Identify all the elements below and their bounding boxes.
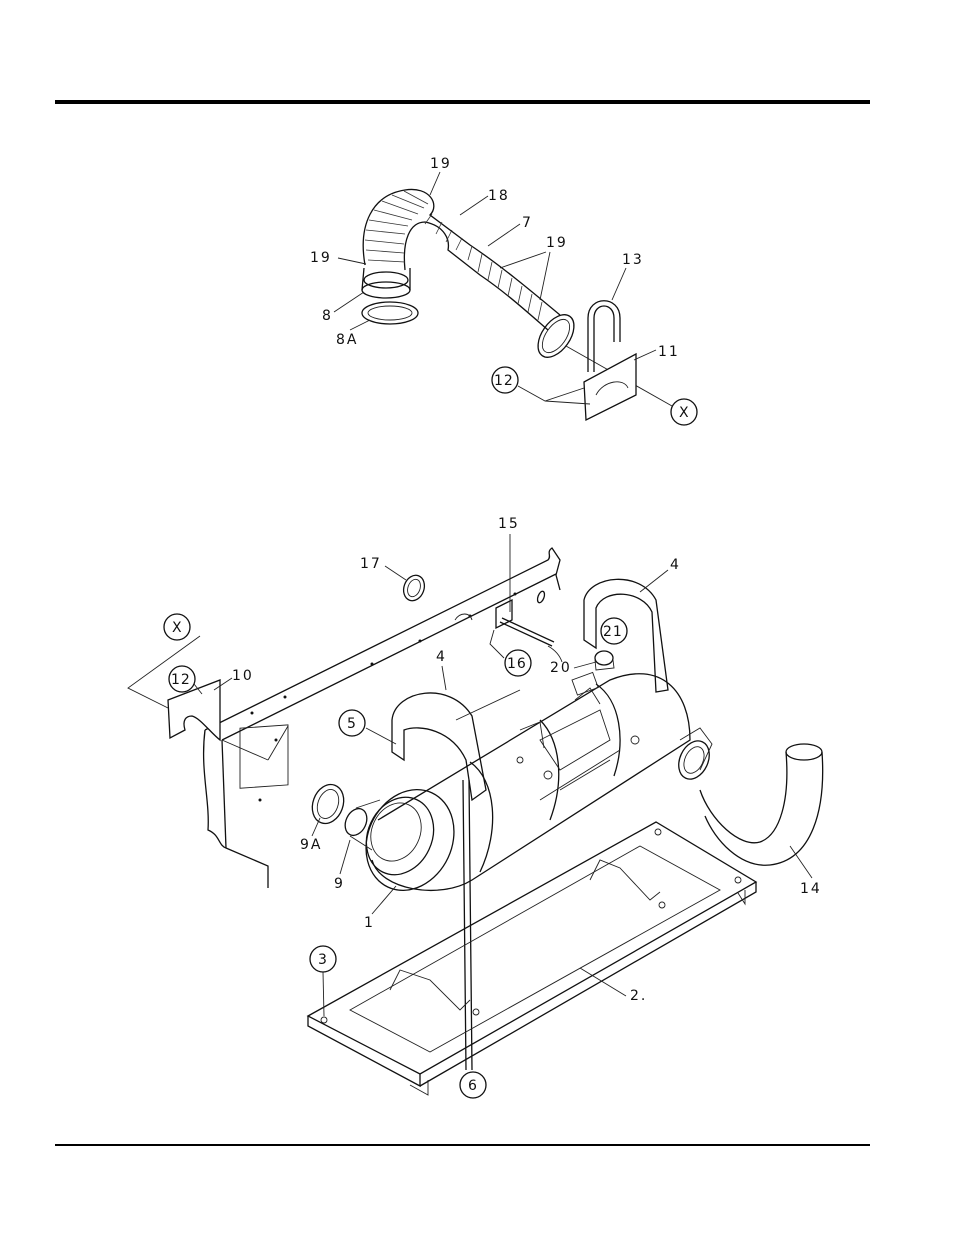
callout-15: 15 (498, 516, 520, 532)
plate-10 (168, 680, 220, 740)
callout-x-top: X (679, 405, 689, 421)
ring-17 (400, 572, 428, 603)
ring-8a (362, 302, 418, 324)
rod-bracket-15 (496, 600, 562, 662)
callout-6: 6 (468, 1078, 477, 1094)
callout-14: 14 (800, 881, 822, 897)
callout-4-front: 4 (436, 649, 447, 665)
callout-5: 5 (347, 716, 356, 732)
callout-8: 8 (322, 308, 333, 324)
callout-3: 3 (318, 952, 327, 968)
gasket-9a (307, 780, 349, 828)
elbow-hose-14 (700, 744, 823, 865)
callout-20: 20 (550, 660, 572, 676)
callout-7: 7 (522, 215, 533, 231)
callout-21: 21 (603, 624, 623, 640)
clamp-21 (595, 651, 613, 665)
callout-2: 2. (630, 988, 647, 1004)
callout-1: 1 (364, 915, 375, 931)
callout-19-left: 19 (310, 250, 332, 266)
callout-9: 9 (334, 876, 345, 892)
base-tray-2 (308, 822, 756, 1095)
callout-9a: 9A (300, 837, 322, 853)
callout-x-bottom: X (172, 620, 182, 636)
callout-4-rear: 4 (670, 557, 681, 573)
callout-12-top: 12 (494, 373, 514, 389)
callout-13: 13 (622, 252, 644, 268)
hose-outlet (531, 308, 581, 363)
callout-10: 10 (232, 668, 254, 684)
callout-19-right: 19 (546, 235, 568, 251)
callout-8a: 8A (336, 332, 358, 348)
callout-19-top: 19 (430, 156, 452, 172)
callout-16: 16 (507, 656, 527, 672)
callout-12-bottom: 12 (171, 672, 191, 688)
callout-17: 17 (360, 556, 382, 572)
bracket-11 (584, 354, 636, 420)
back-panel (204, 548, 560, 888)
hose-ribs (365, 191, 542, 320)
callout-11: 11 (658, 344, 680, 360)
callout-18: 18 (488, 188, 510, 204)
